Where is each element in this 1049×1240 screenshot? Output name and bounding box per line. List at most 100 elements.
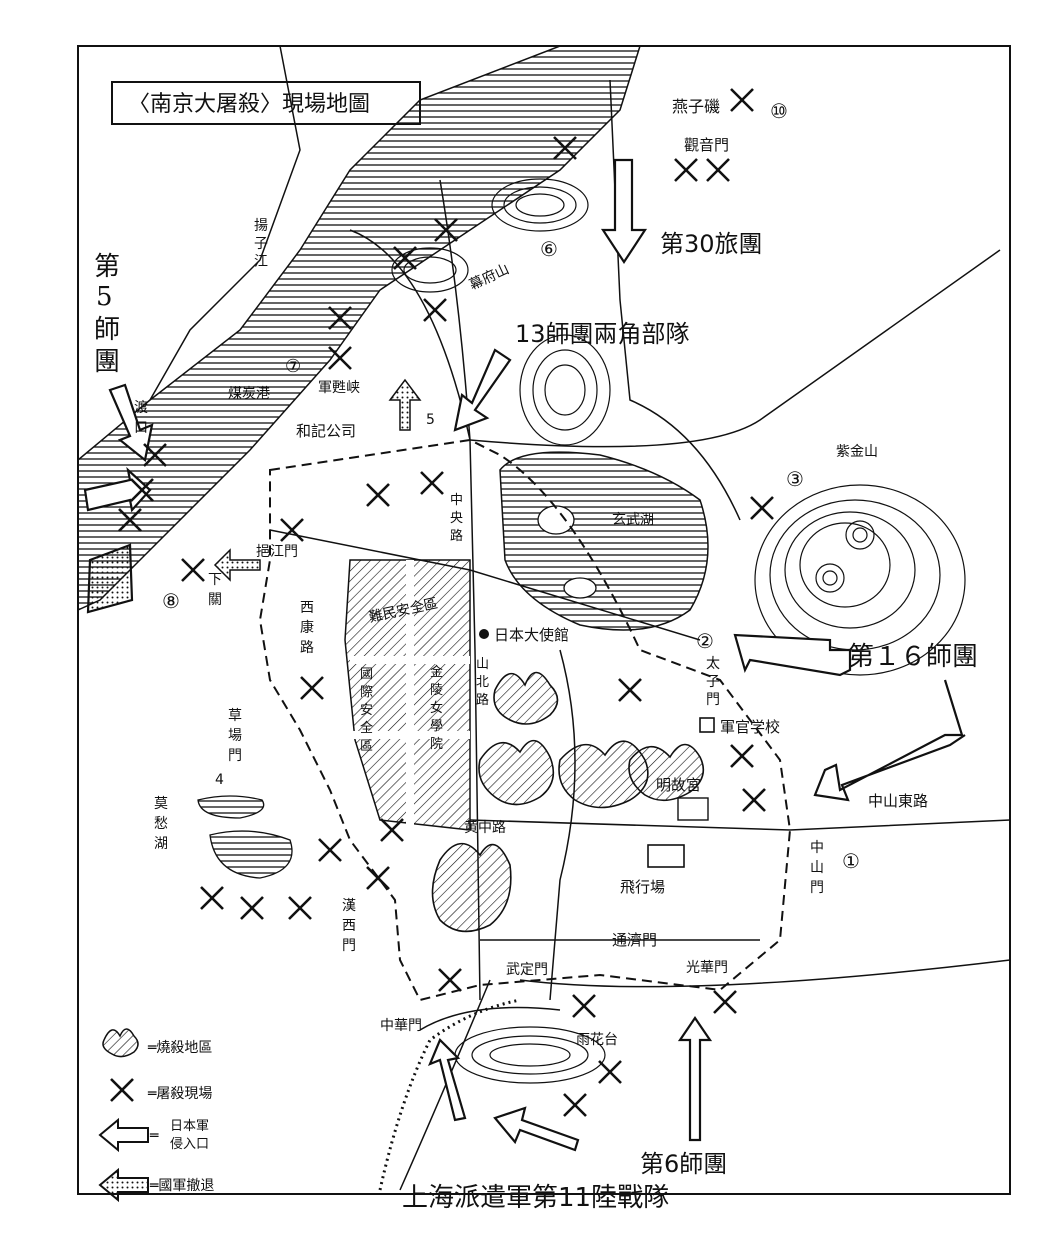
cross-icon [571, 993, 597, 1019]
military-academy-marker [699, 717, 715, 733]
place-label: 路 [476, 692, 489, 708]
cross-icon [299, 675, 325, 701]
place-label: 軍官学校 [720, 718, 780, 736]
fire-icon [431, 842, 512, 933]
cross-icon [705, 157, 731, 183]
cross-icon [419, 470, 445, 496]
arrow-icon [600, 158, 648, 265]
cross-icon [279, 517, 305, 543]
invasion-arrows [83, 158, 966, 1152]
dotted-arrow-icon [388, 378, 422, 431]
place-label: 江 [254, 254, 268, 270]
xuanwu-lake [499, 451, 709, 631]
place-label: 草 [228, 708, 242, 724]
lake-island [563, 577, 597, 599]
place-label: 門 [342, 938, 356, 954]
site-number: ⑥ [540, 237, 558, 261]
place-label: 路 [450, 528, 463, 544]
place-label: 康 [300, 619, 314, 636]
place-label: 子 [706, 674, 720, 690]
dotted-arrow-icon [98, 1167, 149, 1203]
place-label: 安 [360, 703, 373, 718]
arrow-icon [493, 1106, 580, 1152]
place-label: 山 [476, 657, 489, 672]
site-number: 4 [215, 772, 224, 788]
cross-icon [109, 1077, 135, 1103]
place-label: 紫金山 [836, 444, 878, 460]
railway [378, 998, 521, 1191]
place-label: 西 [342, 918, 356, 934]
place-label: 中 [810, 840, 824, 856]
map-title: 〈南京大屠殺〉現場地圖 [128, 92, 370, 117]
legend-label: 侵入口 [170, 1136, 209, 1152]
site-number: ① [842, 849, 860, 873]
place-label: 燕子磯 [672, 97, 720, 116]
place-label: 明故宮 [656, 776, 701, 794]
place-label: 區 [360, 739, 373, 754]
place-label: 下 [208, 572, 222, 588]
place-label: 際 [360, 685, 373, 700]
roads [269, 79, 1011, 1191]
site-number: ⑦ [285, 356, 301, 377]
lake-island [537, 505, 575, 535]
place-label: 全 [360, 720, 373, 736]
place-label: 子 [254, 236, 268, 252]
place-label: 路 [300, 640, 314, 656]
place-label: 口 [134, 420, 148, 436]
fire-icon [493, 671, 559, 725]
burn-areas [431, 671, 705, 933]
place-label: 莫 [154, 796, 168, 812]
place-label: 中山東路 [868, 792, 928, 810]
cross-icon [317, 837, 343, 863]
force-label-army11: 上海派遣軍第11陸戰隊 [402, 1183, 669, 1213]
place-label: 武定門 [506, 962, 548, 978]
cross-icon [287, 895, 313, 921]
place-label: 門 [810, 880, 824, 896]
site-number: ⑩ [770, 99, 788, 123]
place-label: 西 [300, 600, 314, 616]
force-label-div5: 5 [96, 282, 113, 312]
arrow-icon [813, 679, 966, 802]
place-label: 中華門 [380, 1018, 422, 1034]
place-label: 金 [430, 664, 443, 680]
cross-icon [199, 885, 225, 911]
place-label: 關 [208, 592, 222, 608]
place-label: 愁 [154, 816, 168, 832]
site-number: ② [696, 629, 714, 653]
river-bank [149, 45, 301, 401]
place-label: 國 [360, 667, 373, 682]
place-label: 煤炭港 [228, 386, 270, 402]
palace-marker [677, 797, 709, 821]
place-label: 女 [430, 700, 443, 716]
place-label: 日本大使館 [494, 626, 569, 644]
legend-label: ═ [149, 1128, 159, 1144]
place-label: 觀音門 [684, 136, 729, 154]
place-label: 門 [706, 692, 720, 708]
place-label: 山 [810, 860, 824, 876]
fire-icon [478, 739, 555, 806]
place-label: 和記公司 [296, 422, 356, 440]
arrow-icon [427, 1038, 467, 1122]
place-label: 通濟門 [612, 931, 657, 949]
cross-icon [365, 482, 391, 508]
site-number: 5 [426, 412, 435, 428]
mochou-lake [197, 795, 265, 819]
fire-icon [628, 743, 705, 802]
cross-icon [365, 865, 391, 891]
place-label: 北 [476, 675, 489, 690]
embassy-marker [479, 629, 489, 639]
map-frame [77, 45, 1011, 1195]
force-label-div5: 團 [94, 347, 120, 377]
force-label-div13: 13師團兩角部隊 [515, 320, 690, 348]
cross-icon [749, 495, 775, 521]
place-label: 漢 [342, 898, 356, 914]
fire-icon [102, 1028, 139, 1058]
place-label: 場 [228, 728, 242, 744]
place-label: 湖 [154, 836, 168, 852]
place-label: 挹江門 [256, 544, 298, 560]
place-label: 黄中路 [464, 819, 506, 836]
cross-icon [562, 1092, 588, 1118]
mufu-mountain [391, 178, 611, 446]
place-label: 院 [430, 737, 443, 752]
